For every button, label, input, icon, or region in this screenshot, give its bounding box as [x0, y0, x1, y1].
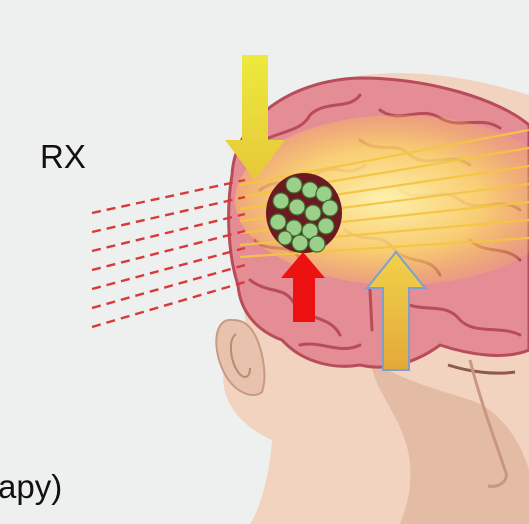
- rx-label: RX: [40, 140, 86, 173]
- therapy-caption: apy): [0, 470, 62, 503]
